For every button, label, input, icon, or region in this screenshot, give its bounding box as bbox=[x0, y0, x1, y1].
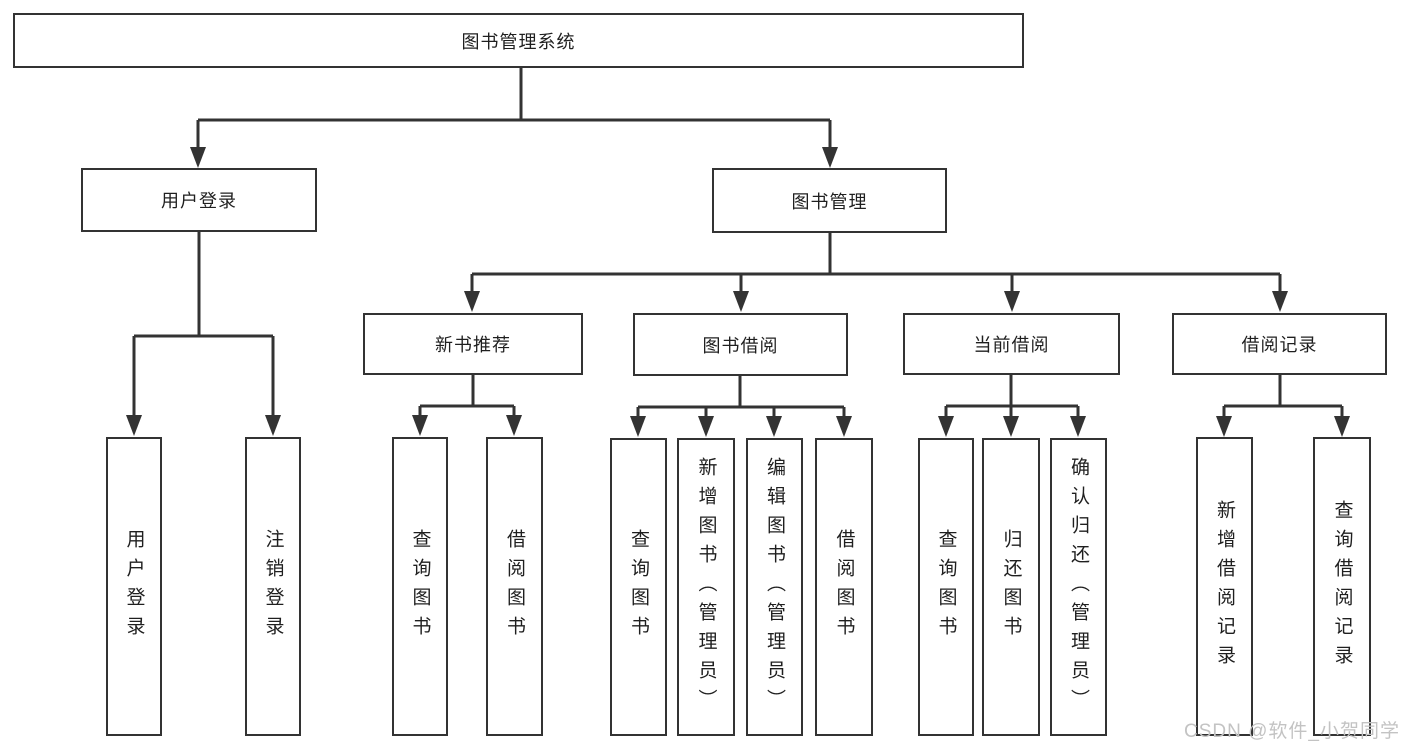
node-new-book-recommend: 新书推荐 bbox=[363, 313, 583, 375]
arrowhead bbox=[698, 416, 714, 437]
leaf-current-confirm-return: 确认归还（管理员） bbox=[1050, 438, 1107, 736]
arrowhead bbox=[1070, 416, 1086, 437]
leaf-recommend-query-book-label: 查询图书 bbox=[409, 528, 431, 645]
leaf-borrow-borrow-book: 借阅图书 bbox=[815, 438, 873, 736]
arrowhead bbox=[938, 416, 954, 437]
connector-book-management-to-level3 bbox=[470, 233, 1282, 294]
leaf-user-login-label: 用户登录 bbox=[123, 528, 145, 645]
arrowhead bbox=[1334, 416, 1350, 437]
connector-records-to-leaves bbox=[1222, 375, 1344, 419]
node-borrow-records-label: 借阅记录 bbox=[1241, 335, 1318, 355]
leaf-current-confirm-return-label: 确认归还（管理员） bbox=[1068, 456, 1089, 718]
arrowhead bbox=[822, 147, 838, 168]
connector-root-to-level2 bbox=[196, 67, 832, 150]
arrowhead bbox=[836, 416, 852, 437]
connector-current-to-leaves bbox=[944, 375, 1080, 419]
leaf-recommend-borrow-book: 借阅图书 bbox=[486, 437, 543, 736]
arrowhead bbox=[1272, 291, 1288, 312]
arrowhead bbox=[506, 415, 522, 436]
leaf-records-query-record: 查询借阅记录 bbox=[1313, 437, 1371, 736]
arrowhead bbox=[126, 415, 142, 436]
leaf-borrow-query-book: 查询图书 bbox=[610, 438, 667, 736]
leaf-current-return-book-label: 归还图书 bbox=[1000, 529, 1022, 645]
leaf-records-add-record: 新增借阅记录 bbox=[1196, 437, 1253, 736]
leaf-borrow-query-book-label: 查询图书 bbox=[628, 529, 649, 645]
node-borrow-records: 借阅记录 bbox=[1172, 313, 1387, 375]
arrowhead bbox=[630, 416, 646, 437]
arrowhead bbox=[190, 147, 206, 168]
node-book-management-label: 图书管理 bbox=[791, 191, 868, 212]
leaf-logout-label: 注销登录 bbox=[262, 528, 284, 645]
node-current-borrow-label: 当前借阅 bbox=[973, 335, 1050, 355]
connector-recommend-to-leaves bbox=[418, 375, 516, 418]
leaf-logout: 注销登录 bbox=[245, 437, 301, 736]
arrowhead bbox=[733, 291, 749, 312]
leaf-borrow-add-book-label: 新增图书（管理员） bbox=[695, 456, 717, 718]
leaf-current-return-book: 归还图书 bbox=[982, 438, 1040, 736]
node-book-borrow: 图书借阅 bbox=[633, 313, 848, 376]
leaf-borrow-add-book: 新增图书（管理员） bbox=[677, 438, 735, 736]
node-book-borrow-label: 图书借阅 bbox=[702, 335, 779, 356]
node-root: 图书管理系统 bbox=[13, 13, 1024, 68]
leaf-recommend-query-book: 查询图书 bbox=[392, 437, 448, 736]
arrowhead bbox=[1004, 291, 1020, 312]
arrowhead bbox=[265, 415, 281, 436]
arrowhead bbox=[1216, 416, 1232, 437]
node-new-book-recommend-label: 新书推荐 bbox=[435, 335, 511, 355]
leaf-current-query-book-label: 查询图书 bbox=[935, 529, 957, 645]
arrowhead bbox=[464, 291, 480, 312]
connector-user-login-to-leaves bbox=[132, 232, 275, 418]
node-book-management: 图书管理 bbox=[712, 168, 947, 233]
arrowhead bbox=[412, 415, 428, 436]
node-user-login: 用户登录 bbox=[81, 168, 317, 232]
leaf-borrow-edit-book: 编辑图书（管理员） bbox=[746, 438, 803, 736]
watermark: CSDN @软件_小贺同学 bbox=[1184, 721, 1400, 742]
leaf-records-query-record-label: 查询借阅记录 bbox=[1331, 499, 1353, 674]
leaf-current-query-book: 查询图书 bbox=[918, 438, 974, 736]
leaf-recommend-borrow-book-label: 借阅图书 bbox=[504, 528, 525, 645]
leaf-user-login: 用户登录 bbox=[106, 437, 162, 736]
node-user-login-label: 用户登录 bbox=[161, 191, 237, 211]
leaf-borrow-edit-book-label: 编辑图书（管理员） bbox=[764, 456, 785, 718]
leaf-records-add-record-label: 新增借阅记录 bbox=[1214, 499, 1235, 674]
leaf-borrow-borrow-book-label: 借阅图书 bbox=[833, 529, 855, 645]
node-root-label: 图书管理系统 bbox=[461, 31, 576, 52]
arrowhead bbox=[1003, 416, 1019, 437]
connector-borrow-to-leaves bbox=[636, 375, 846, 419]
node-current-borrow: 当前借阅 bbox=[903, 313, 1120, 375]
arrowhead bbox=[766, 416, 782, 437]
